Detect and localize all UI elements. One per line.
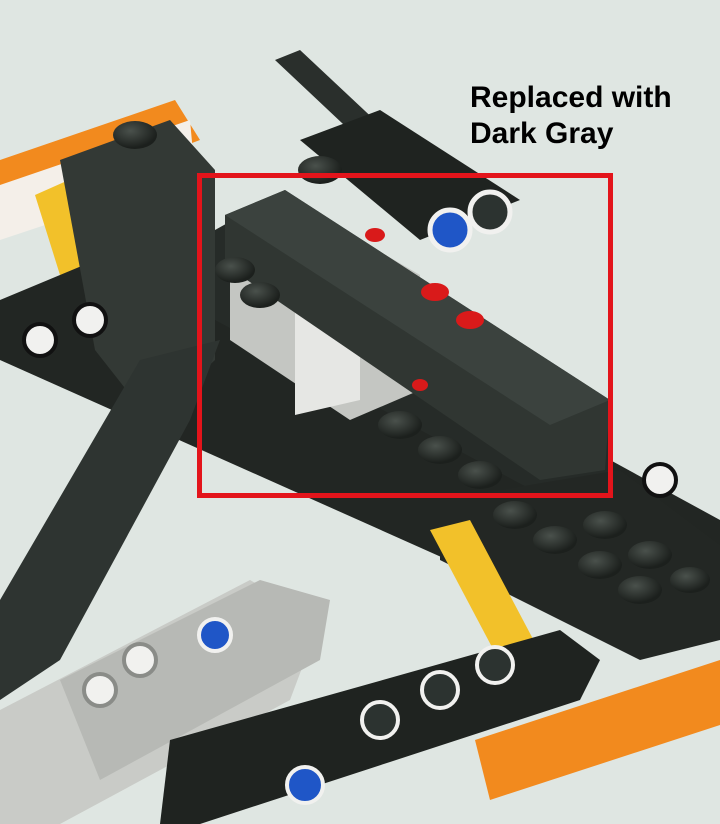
dark-diagonal-liftarm bbox=[0, 340, 220, 700]
red-pins bbox=[365, 228, 484, 391]
dark-column bbox=[60, 120, 215, 420]
axle-top bbox=[275, 50, 380, 140]
orange-tile bbox=[475, 660, 720, 800]
annotation-line-2: Dark Gray bbox=[470, 117, 614, 150]
annotation-line-1: Replaced with bbox=[470, 81, 672, 114]
replaced-part-highlight bbox=[197, 173, 613, 498]
pin-holes bbox=[22, 189, 678, 805]
dark-studs bbox=[113, 121, 710, 604]
annotation-label: Replaced with Dark Gray bbox=[470, 80, 710, 152]
